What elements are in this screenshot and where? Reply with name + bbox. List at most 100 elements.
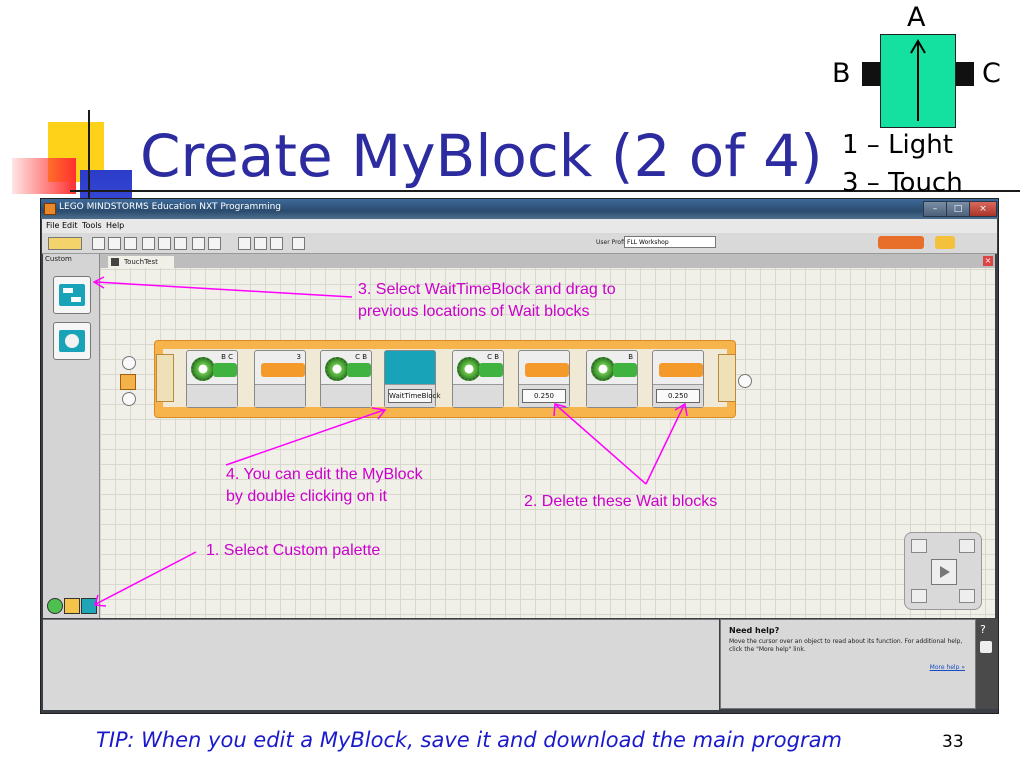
tab-label: TouchTest	[124, 258, 158, 266]
pointer-icon[interactable]	[238, 237, 251, 250]
block-hub	[321, 384, 371, 407]
arrow-step4-head	[371, 407, 387, 420]
robot-label-b: B	[832, 58, 851, 89]
move-block-1[interactable]: B C	[186, 350, 238, 408]
config-icon[interactable]	[292, 237, 305, 250]
user-profile-label: User Profile:	[596, 239, 633, 246]
waittimeblock-myblock[interactable]: WaitTimeBlock	[384, 350, 441, 408]
block-ports: C B	[487, 353, 499, 361]
app-icon	[44, 203, 56, 215]
hourglass-icon	[525, 363, 569, 377]
arrow-step2a-head	[553, 403, 567, 417]
sensor-block[interactable]: 3	[254, 350, 306, 408]
complete-palette-icon[interactable]	[64, 598, 80, 614]
arrow-step2b	[645, 404, 685, 485]
common-palette-icon[interactable]	[47, 598, 63, 614]
start-connector-top	[122, 356, 136, 370]
block-hub: 0.250	[653, 384, 703, 407]
step3-line2: previous locations of Wait blocks	[358, 303, 590, 320]
move-block-2[interactable]: C B	[320, 350, 372, 408]
wait-block-2[interactable]: 0.250	[652, 350, 704, 408]
step4-line2: by double clicking on it	[226, 488, 387, 505]
pan-icon[interactable]	[254, 237, 267, 250]
zoom-icon[interactable]	[980, 641, 992, 653]
window-title: LEGO MINDSTORMS Education NXT Programmin…	[59, 202, 282, 212]
block-ports: B C	[221, 353, 233, 361]
custom-palette-icon[interactable]	[81, 598, 97, 614]
move-block-4[interactable]: B	[586, 350, 638, 408]
slide-tip: TIP: When you edit a MyBlock, save it an…	[96, 728, 842, 752]
undo-icon[interactable]	[192, 237, 205, 250]
web-block-icon	[59, 330, 85, 352]
palette-switch-icon[interactable]	[48, 237, 82, 250]
arrow-up-icon	[910, 39, 926, 121]
copy-icon[interactable]	[158, 237, 171, 250]
menu-tools[interactable]: Tools	[82, 221, 102, 230]
robot-body	[880, 34, 956, 128]
sensor-note-light: 1 – Light	[842, 130, 953, 160]
page-number: 33	[942, 732, 964, 752]
gear-icon	[457, 357, 481, 381]
user-profile-select[interactable]: FLL Workshop	[624, 236, 716, 248]
menu-file[interactable]: File	[46, 221, 60, 230]
run-button[interactable]	[931, 559, 957, 585]
config-panel	[43, 619, 719, 710]
arrow-step2b-head	[674, 402, 688, 417]
myblock-icon	[59, 284, 85, 306]
palette-tab-custom[interactable]: Custom	[45, 255, 72, 263]
block-color-bar	[479, 363, 503, 377]
palette-item-web-downloads[interactable]	[53, 322, 91, 360]
wait-block-1[interactable]: 0.250	[518, 350, 570, 408]
nxt-controller	[904, 532, 982, 610]
close-button[interactable]: ×	[969, 201, 997, 217]
block-ports: B	[628, 353, 633, 361]
decor-vertical-line	[88, 110, 90, 210]
menu-help[interactable]: Help	[106, 221, 125, 230]
robo-center-icon[interactable]	[878, 236, 924, 249]
menu-bar: File Edit Tools Help	[42, 219, 997, 233]
block-value: 0.250	[656, 389, 700, 403]
move-block-3[interactable]: C B	[452, 350, 504, 408]
robot-label-a: A	[907, 2, 926, 33]
save-icon[interactable]	[124, 237, 137, 250]
help-panel: Need help? Move the cursor over an objec…	[720, 619, 976, 709]
block-ports: C B	[355, 353, 367, 361]
start-point-icon[interactable]	[120, 374, 136, 390]
palette-item-myblocks[interactable]	[53, 276, 91, 314]
sensor-note-touch: 3 – Touch	[842, 168, 963, 198]
comment-icon[interactable]	[270, 237, 283, 250]
block-ports: 3	[296, 353, 301, 361]
open-icon[interactable]	[108, 237, 121, 250]
close-tab-button[interactable]: ×	[983, 256, 993, 266]
slide-title: Create MyBlock (2 of 4)	[140, 122, 823, 190]
download-button[interactable]	[911, 589, 927, 603]
stop-button[interactable]	[959, 589, 975, 603]
toolbar: User Profile: FLL Workshop	[42, 233, 997, 254]
program-canvas[interactable]: TouchTest ×	[100, 254, 995, 618]
redo-icon[interactable]	[208, 237, 221, 250]
menu-edit[interactable]: Edit	[62, 221, 78, 230]
robot-wheel-b	[862, 62, 882, 86]
tab-touchtest[interactable]: TouchTest	[108, 256, 174, 268]
arrow-step3-head	[92, 276, 105, 289]
step2-label: 2. Delete these Wait blocks	[524, 493, 718, 510]
help-question-icon[interactable]: ?	[980, 623, 986, 636]
loop-end-cap[interactable]	[718, 354, 736, 402]
block-hub	[187, 384, 237, 407]
paste-icon[interactable]	[174, 237, 187, 250]
new-icon[interactable]	[92, 237, 105, 250]
nxt-window: LEGO MINDSTORMS Education NXT Programmin…	[40, 198, 999, 714]
block-hub: WaitTimeBlock	[385, 384, 441, 407]
block-hub	[255, 384, 305, 407]
more-help-link[interactable]: More help »	[929, 664, 965, 671]
cut-icon[interactable]	[142, 237, 155, 250]
help-sidebar: ?	[976, 619, 998, 709]
help-person-icon[interactable]	[935, 236, 955, 249]
download-run-selected-button[interactable]	[959, 539, 975, 553]
block-value: WaitTimeBlock	[388, 389, 441, 403]
nxt-window-button[interactable]	[911, 539, 927, 553]
block-hub	[453, 384, 503, 407]
step1-label: 1. Select Custom palette	[206, 542, 381, 559]
block-hub: 0.250	[519, 384, 569, 407]
